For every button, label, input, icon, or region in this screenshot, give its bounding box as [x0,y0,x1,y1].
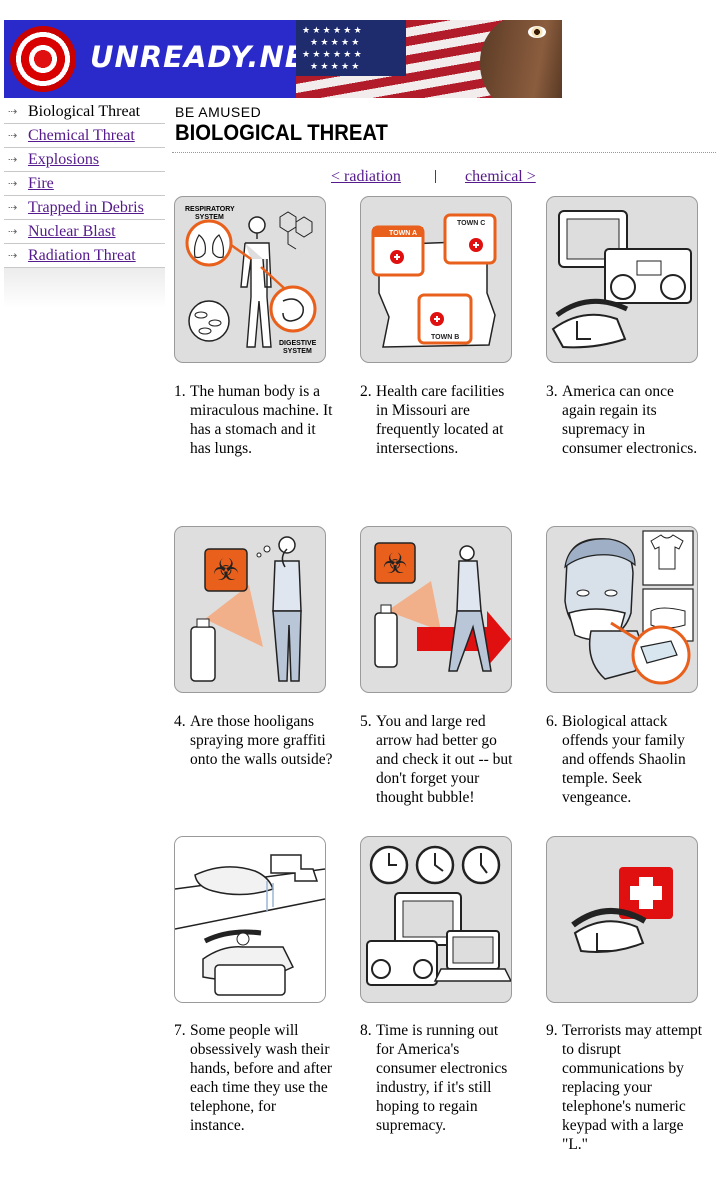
nav-prev-wrap: < radiation [331,168,401,186]
panel-9-illustration [546,836,698,1003]
arrow-icon: ⇢ [8,177,18,190]
sidebar-item-label[interactable]: Trapped in Debris [28,199,144,216]
panel-4-illustration: ☣ [174,526,326,693]
label-town-b: TOWN B [431,334,459,341]
sidebar-item-nuclear-blast[interactable]: ⇢ Nuclear Blast [4,220,165,244]
prev-link[interactable]: < radiation [331,168,401,185]
panel-1-caption: 1. The human body is a miraculous machin… [174,382,334,458]
svg-text:☣: ☣ [382,547,407,580]
page-title: BIOLOGICAL THREAT [175,120,388,145]
header-divider [172,152,716,153]
sidebar-item-label: Biological Threat [28,103,141,120]
label-town-c: TOWN C [457,220,485,227]
panel-3-illustration [546,196,698,363]
sidebar-item-biological-threat: ⇢ Biological Threat [4,100,165,124]
label-system-1: SYSTEM [195,214,224,221]
sidebar-item-trapped-in-debris[interactable]: ⇢ Trapped in Debris [4,196,165,220]
panel-6-caption: 6. Biological attack offends your family… [546,712,706,807]
caption-number: 7. [174,1022,186,1039]
label-digestive: DIGESTIVE [279,340,317,347]
sidebar-item-explosions[interactable]: ⇢ Explosions [4,148,165,172]
caption-text: Time is running out for America's consum… [376,1022,508,1134]
caption-number: 6. [546,713,558,730]
clocks-electronics-icon [366,845,511,986]
sidebar-item-label[interactable]: Nuclear Blast [28,223,116,240]
svg-text:☣: ☣ [213,553,240,588]
caption-text: Biological attack offends your family an… [562,713,686,806]
panel-5-caption: 5. You and large red arrow had better go… [360,712,520,807]
caption-text: Terrorists may attempt to disrupt commun… [562,1022,703,1153]
panel-7-caption: 7. Some people will obsessively wash the… [174,1021,334,1135]
body-systems-icon: RESPIRATORY SYSTEM DIGESTIVE SYSTEM [185,206,317,355]
caption-number: 9. [546,1022,558,1039]
sidebar-item-label[interactable]: Chemical Threat [28,127,135,144]
label-system-2: SYSTEM [283,348,312,355]
label-respiratory: RESPIRATORY [185,206,235,213]
sidebar-fade [4,268,165,308]
panel-8-caption: 8. Time is running out for America's con… [360,1021,520,1135]
sidebar-item-radiation-threat[interactable]: ⇢ Radiation Threat [4,244,165,268]
panel-7-illustration [174,836,326,1003]
panel-1-illustration: RESPIRATORY SYSTEM DIGESTIVE SYSTEM [174,196,326,363]
panel-8-illustration [360,836,512,1003]
panel-2-caption: 2. Health care facilities in Missouri ar… [360,382,520,458]
sidebar-item-fire[interactable]: ⇢ Fire [4,172,165,196]
caption-text: America can once again regain its suprem… [562,383,698,457]
label-town-a: TOWN A [389,230,417,237]
face-mask-icon [564,530,694,685]
caption-number: 1. [174,383,186,400]
caption-text: You and large red arrow had better go an… [376,713,513,806]
sidebar-item-chemical-threat[interactable]: ⇢ Chemical Threat [4,124,165,148]
sidebar-item-label[interactable]: Radiation Threat [28,247,136,264]
site-logo-text: UNREADY.NET [90,40,327,74]
banner-logo-area: UNREADY.NET [4,20,325,98]
panel-2-illustration: TOWN A TOWN C TOWN B [360,196,512,363]
caption-number: 4. [174,713,186,730]
sidebar-item-label[interactable]: Explosions [28,151,100,168]
arrow-icon: ⇢ [8,105,18,118]
caption-number: 5. [360,713,372,730]
face-image [480,20,562,98]
nav-separator: | [434,168,438,184]
next-link[interactable]: chemical > [465,168,536,185]
caption-text: Health care facilities in Missouri are f… [376,383,505,457]
arrow-icon: ⇢ [8,201,18,214]
panel-9-caption: 9. Terrorists may attempt to disrupt com… [546,1021,706,1154]
site-banner[interactable]: UNREADY.NET ★ ★ ★ ★ ★ ★ ★ ★ ★ ★ ★ ★ ★ ★ … [4,20,562,98]
arrow-icon: ⇢ [8,153,18,166]
caption-text: Some people will obsessively wash their … [190,1022,333,1134]
caption-number: 8. [360,1022,372,1039]
biohazard-walking-icon: ☣ [374,542,511,672]
arrow-icon: ⇢ [8,225,18,238]
arrow-icon: ⇢ [8,249,18,262]
panel-5-illustration: ☣ [360,526,512,693]
caption-number: 3. [546,383,558,400]
biohazard-thinking-icon: ☣ [190,536,302,682]
panel-4-caption: 4. Are those hooligans spraying more gra… [174,712,334,769]
panel-6-illustration [546,526,698,693]
electronics-icon [551,210,692,349]
target-logo-icon [10,26,76,92]
sidebar-nav: ⇢ Biological Threat ⇢ Chemical Threat ⇢ … [4,100,165,308]
missouri-map-icon: TOWN A TOWN C TOWN B [371,213,497,348]
eye-icon [528,26,546,38]
nav-next-wrap: chemical > [465,168,536,186]
hand-washing-icon [175,837,325,1002]
caption-number: 2. [360,383,372,400]
telephone-red-cross-icon [571,867,673,953]
panel-3-caption: 3. America can once again regain its sup… [546,382,706,458]
page-kicker: BE AMUSED [175,104,262,120]
arrow-icon: ⇢ [8,129,18,142]
flag-stars-icon: ★ ★ ★ ★ ★ ★ ★ ★ ★ ★ ★ ★ ★ ★ ★ ★ ★ ★ ★ ★ … [296,20,406,76]
sidebar-item-label[interactable]: Fire [28,175,54,192]
caption-text: The human body is a miraculous machine. … [190,383,333,457]
caption-text: Are those hooligans spraying more graffi… [190,713,333,768]
flag-face-image: ★ ★ ★ ★ ★ ★ ★ ★ ★ ★ ★ ★ ★ ★ ★ ★ ★ ★ ★ ★ … [296,20,562,98]
